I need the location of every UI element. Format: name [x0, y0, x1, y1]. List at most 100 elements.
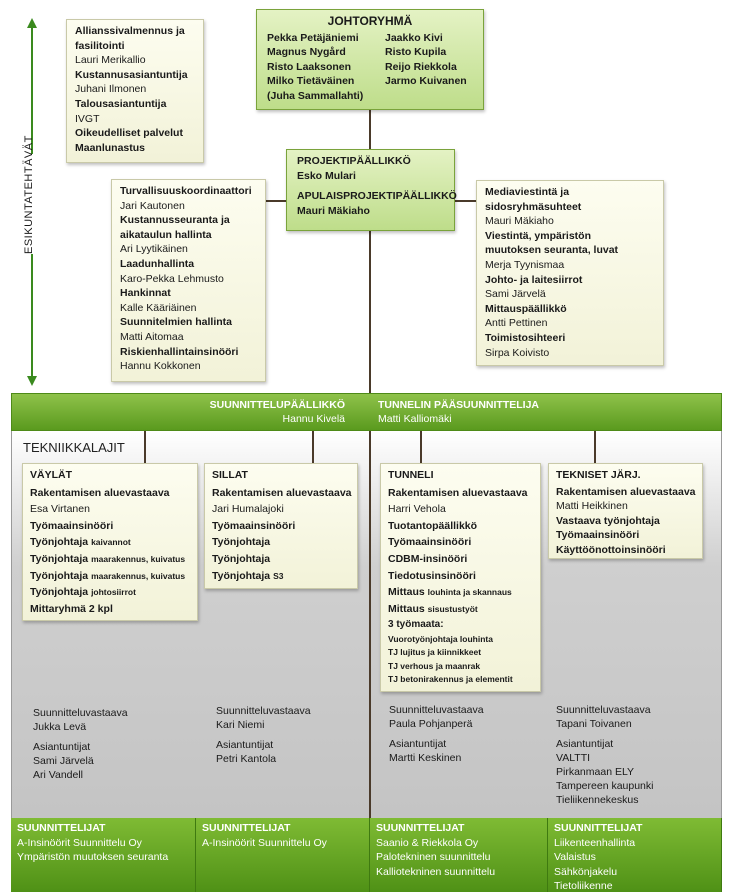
- role-detail: maarakennus, kuivatus: [91, 570, 186, 581]
- role-title: sidosryhmäsuhteet: [485, 200, 582, 213]
- person-name: Lauri Merikallio: [75, 54, 146, 67]
- role-row: Työnjohtaja: [212, 551, 350, 568]
- connector-left-staff: [266, 200, 286, 202]
- role-row: Rakentamisen aluevastaava: [30, 485, 190, 502]
- connector-sillat: [312, 431, 314, 463]
- pm-name: Esko Mulari: [297, 169, 356, 182]
- role-title: Viestintä, ympäristön: [485, 229, 592, 242]
- connector-design-divider: [369, 700, 371, 820]
- role-title: Työnjohtaja: [30, 586, 89, 599]
- expert-name: Pirkanmaan ELY: [556, 766, 635, 778]
- role-title: Rakentamisen aluevastaava: [388, 486, 528, 499]
- role-title: Suunnitelmien hallinta: [120, 316, 233, 329]
- person-name: Merja Tyynismaa: [485, 258, 565, 271]
- designer-line: Liikenteenhallinta: [554, 836, 636, 849]
- experts-title: Asiantuntijat: [33, 741, 91, 753]
- person-name: Sirpa Koivisto: [485, 346, 550, 359]
- side-label: ESIKUNTATEHTÄVÄT: [23, 135, 39, 254]
- site-role: TJ lujitus ja kiinnikkeet: [388, 647, 482, 658]
- steering-member: Jaakko Kivi: [385, 31, 443, 44]
- role-title: Talousasiantuntija: [75, 97, 167, 110]
- role-row: CDBM-insinööri: [388, 551, 533, 568]
- role-title: Mittauspäällikkö: [485, 302, 567, 315]
- steering-title: JOHTORYHMÄ: [327, 14, 413, 28]
- role-title: muutoksen seuranta, luvat: [485, 244, 619, 257]
- designer-line: Kalliotekninen suunnittelu: [376, 865, 496, 878]
- project-manager-box: PROJEKTIPÄÄLLIKKÖ Esko Mulari APULAISPRO…: [286, 149, 457, 231]
- sites-title: 3 työmaata:: [388, 619, 444, 631]
- steering-member: Risto Kupila: [385, 46, 447, 59]
- role-title: Kustannusasiantuntija: [75, 68, 188, 81]
- site-role: TJ verhous ja maanrak: [388, 660, 481, 671]
- role-title: Työnjohtaja: [30, 569, 89, 582]
- person-name-text: Jari Humalajoki: [212, 503, 284, 516]
- role-title: Työmaainsinööri: [212, 519, 296, 532]
- design-responsible-name: Kari Niemi: [216, 719, 265, 731]
- role-row: Työmaainsinööri: [388, 534, 533, 551]
- person-name-text: Harri Vehola: [388, 503, 446, 516]
- role-title: Oikeudelliset palvelut: [75, 127, 183, 140]
- design-manager-title: SUUNNITTELUPÄÄLLIKKÖ: [209, 399, 345, 411]
- band-right: TUNNELIN PÄÄSUUNNITTELIJA Matti Kalliomä…: [378, 398, 539, 426]
- designers-title: SUUNNITTELIJAT: [554, 822, 643, 834]
- role-row: Työnjohtaja kaivannot: [30, 534, 190, 551]
- designer-line: A-Insinöörit Suunnittelu Oy: [202, 836, 327, 849]
- person-name: Harri Vehola: [388, 501, 533, 518]
- experts-title: Asiantuntijat: [556, 738, 614, 750]
- role-title: Tiedotusinsinööri: [388, 569, 476, 582]
- role-title: Mittaus: [388, 602, 425, 615]
- role-title: Allianssivalmennus ja: [75, 25, 185, 37]
- role-title: CDBM-insinööri: [388, 552, 468, 565]
- role-title: Työnjohtaja: [212, 569, 271, 582]
- steering-member: Risto Laaksonen: [267, 60, 352, 73]
- role-detail: S3: [273, 570, 284, 581]
- designer-line: A-Insinöörit Suunnittelu Oy: [17, 836, 142, 849]
- role-title: Työmaainsinööri: [556, 529, 640, 542]
- expert-name: Martti Keskinen: [389, 752, 462, 764]
- experts-title: Asiantuntijat: [389, 738, 447, 750]
- designers-title: SUUNNITTELIJAT: [202, 822, 291, 834]
- person-name: Ari Lyytikäinen: [120, 243, 188, 256]
- role-row: Vastaava työnjohtaja: [556, 514, 695, 529]
- section-label: TEKNIIKKALAJIT: [23, 440, 125, 455]
- role-title: Rakentamisen aluevastaava: [30, 486, 170, 499]
- person-name-text: Esa Virtanen: [30, 503, 90, 516]
- role-title: Työnjohtaja: [30, 536, 89, 549]
- role-title: Riskienhallintainsinööri: [120, 345, 239, 358]
- connector-tekniset: [594, 431, 596, 463]
- expert-name: Petri Kantola: [216, 753, 277, 765]
- person-name: Antti Pettinen: [485, 317, 548, 330]
- steering-member: Milko Tietäväinen: [267, 75, 355, 88]
- steering-member: Pekka Petäjäniemi: [267, 31, 359, 44]
- role-row: Mittaus sisustustyöt: [388, 601, 533, 618]
- steering-member: Jarmo Kuivanen: [385, 75, 467, 88]
- design-responsible-title: Suunnitteluvastaava: [389, 704, 484, 716]
- role-title: Rakentamisen aluevastaava: [556, 485, 696, 498]
- design-manager-name: Hannu Kivelä: [282, 413, 345, 425]
- band-left: SUUNNITTELUPÄÄLLIKKÖ Hannu Kivelä: [210, 398, 345, 426]
- role-row: Mittaryhmä 2 kpl: [30, 601, 190, 618]
- role-detail: sisustustyöt: [427, 603, 478, 614]
- expert-name: Tampereen kaupunki: [556, 780, 654, 792]
- role-detail: kaivannot: [91, 537, 131, 548]
- role-title: Käyttöönottoinsinööri: [556, 543, 666, 556]
- design-responsible-title: Suunnitteluvastaava: [556, 704, 651, 716]
- person-name: Juhani Ilmonen: [75, 83, 147, 96]
- person-name: Matti Aitomaa: [120, 330, 184, 343]
- role-detail: maarakennus, kuivatus: [91, 553, 186, 564]
- steering-member: Magnus Nygård: [267, 46, 346, 59]
- role-detail: louhinta ja skannaus: [427, 587, 512, 598]
- role-row: Työnjohtaja maarakennus, kuivatus: [30, 568, 190, 585]
- design-manager-band: SUUNNITTELUPÄÄLLIKKÖ Hannu Kivelä TUNNEL…: [11, 393, 722, 431]
- discipline-title: TEKNISET JÄRJ.: [556, 469, 641, 481]
- person-name: Jari Humalajoki: [212, 501, 350, 518]
- role-row: Rakentamisen aluevastaava: [556, 485, 696, 500]
